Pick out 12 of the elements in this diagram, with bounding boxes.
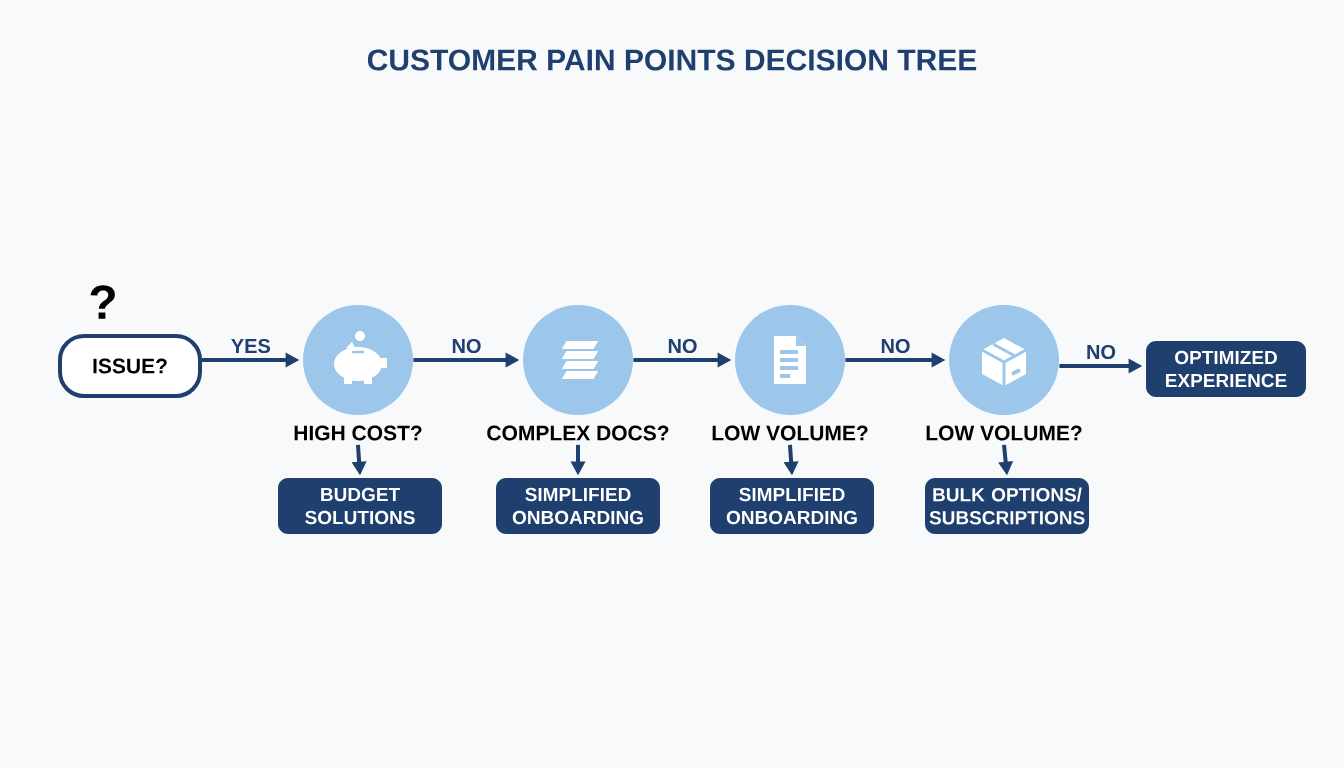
result-box: SIMPLIFIED ONBOARDING	[496, 478, 660, 534]
decision-label: LOW VOLUME?	[926, 425, 1082, 441]
decision-label: COMPLEX DOCS?	[487, 425, 669, 441]
result-box: SIMPLIFIED ONBOARDING	[710, 478, 874, 534]
title: CUSTOMER PAIN POINTS DECISION TREE	[367, 49, 977, 71]
result-box: BUDGET SOLUTIONS	[278, 478, 442, 534]
decision-label: HIGH COST?	[294, 425, 422, 441]
result-box: BULK OPTIONS/ SUBSCRIPTIONS	[925, 478, 1089, 534]
start-box: ISSUE?	[58, 334, 202, 398]
result-box: OPTIMIZED EXPERIENCE	[1146, 341, 1306, 397]
decision-label: LOW VOLUME?	[712, 425, 868, 441]
question-mark: ?	[90, 285, 115, 319]
